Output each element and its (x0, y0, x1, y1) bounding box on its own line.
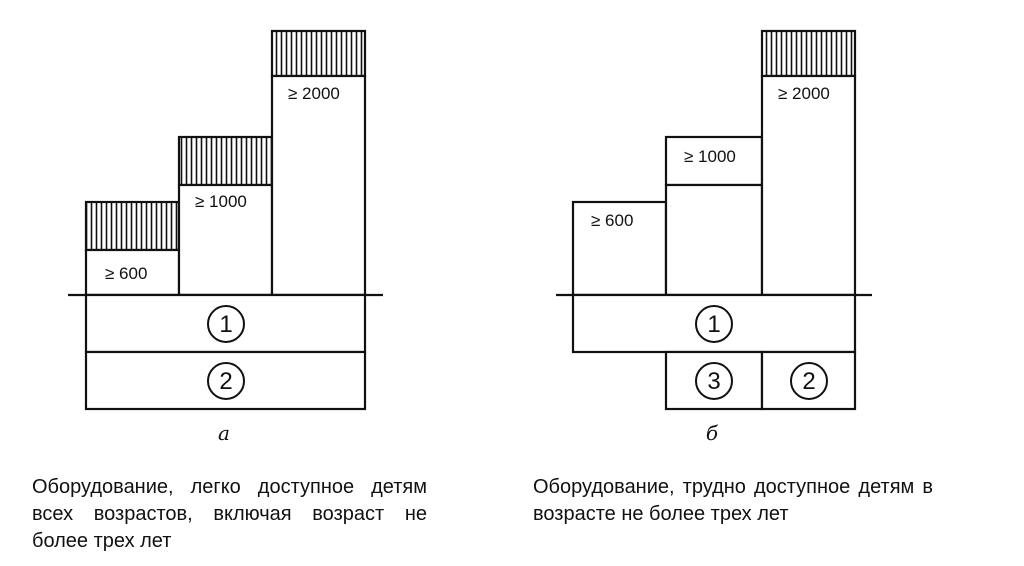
hatched-zone-a-2000 (270, 29, 367, 78)
caption-a: Оборудование, легко доступное детям всех… (32, 476, 427, 552)
height-box-a-2000 (270, 74, 367, 297)
height-label-a-600: ≥ 600 (105, 264, 147, 283)
zone-number-a-2: 2 (219, 368, 232, 395)
diagram-b: ≥ 600 ≥ 1000 ≥ 2000 1 3 2 б (556, 29, 872, 445)
height-label-a-1000: ≥ 1000 (195, 192, 247, 211)
height-box-b-1000 (664, 183, 764, 297)
zone-marker-b-2 (790, 362, 828, 400)
sublabel-b: б (706, 421, 719, 445)
hatched-zone-b-2000 (760, 29, 857, 78)
height-label-b-2000: ≥ 2000 (778, 84, 830, 103)
diagram-a: ≥ 600 ≥ 1000 ≥ 2000 1 2 а (68, 29, 383, 445)
zone-number-a-1: 1 (219, 311, 232, 338)
zone-number-b-3: 3 (707, 368, 720, 395)
zone-number-b-1: 1 (707, 311, 720, 338)
height-label-a-2000: ≥ 2000 (288, 84, 340, 103)
zone-marker-a-2 (207, 362, 245, 400)
height-label-b-600: ≥ 600 (591, 211, 633, 230)
sublabel-a: а (218, 421, 230, 445)
zone-marker-b-3 (695, 362, 733, 400)
caption-b: Оборудование, трудно доступное детям в в… (533, 476, 933, 525)
hatched-zone-a-1000 (177, 135, 274, 187)
height-box-b-2000 (760, 74, 857, 297)
zone-marker-a-1 (207, 305, 245, 343)
height-label-b-1000: ≥ 1000 (684, 147, 736, 166)
zone-marker-b-1 (695, 305, 733, 343)
hatched-zone-a-600 (84, 200, 181, 252)
zone-number-b-2: 2 (802, 368, 815, 395)
